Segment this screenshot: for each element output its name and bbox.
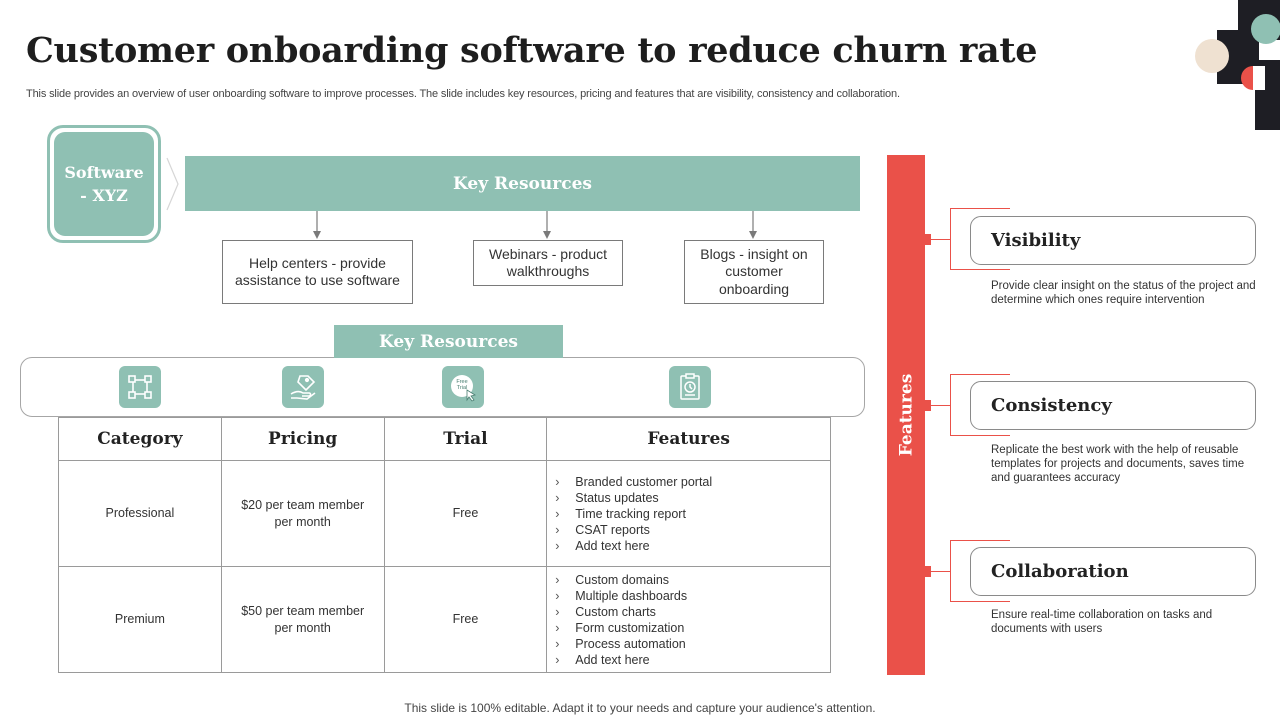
category-cell: Professional	[58, 460, 222, 567]
feature-collaboration: Collaboration	[970, 547, 1256, 596]
feature-title: Visibility	[991, 230, 1081, 251]
column-header-category: Category	[58, 417, 222, 461]
list-item: Add text here	[555, 652, 830, 668]
list-item: CSAT reports	[555, 522, 830, 538]
key-resources-tab-label: Key Resources	[379, 331, 518, 352]
table-header-row: Category Pricing Trial Features	[58, 417, 831, 461]
software-label: Software - XYZ	[64, 163, 144, 205]
feature-visibility: Visibility	[970, 216, 1256, 265]
category-cell: Premium	[58, 566, 222, 673]
feature-connector	[925, 239, 950, 240]
features-bar	[887, 155, 925, 675]
features-bar-label-wrap: Features	[887, 155, 925, 675]
features-list: Branded customer portal Status updates T…	[555, 474, 830, 554]
resource-webinars: Webinars - product walkthroughs	[473, 240, 623, 286]
feature-title: Collaboration	[991, 561, 1129, 582]
page-subtitle: This slide provides an overview of user …	[26, 88, 900, 100]
key-resources-header: Key Resources	[185, 156, 860, 211]
list-item: Time tracking report	[555, 506, 830, 522]
pricing-cell: $50 per team member per month	[220, 566, 385, 673]
features-document-icon	[669, 366, 711, 408]
features-list: Custom domains Multiple dashboards Custo…	[555, 572, 830, 668]
feature-bracket	[950, 540, 1010, 602]
feature-title: Consistency	[991, 395, 1112, 416]
feature-description: Provide clear insight on the status of t…	[991, 280, 1256, 306]
key-resources-tab: Key Resources	[334, 325, 563, 358]
feature-dot	[920, 234, 931, 245]
decorative-shapes	[1195, 0, 1280, 130]
decor-beige-circle	[1195, 39, 1229, 73]
column-header-features: Features	[546, 417, 831, 461]
free-trial-text-bottom: Trial	[457, 385, 468, 391]
pricing-tag-hand-icon	[282, 366, 324, 408]
features-bar-label: Features	[896, 373, 916, 457]
decor-white-half	[1253, 66, 1265, 90]
feature-connector	[925, 571, 950, 572]
pricing-table: Category Pricing Trial Features Professi…	[58, 417, 831, 673]
list-item: Add text here	[555, 538, 830, 554]
list-item: Status updates	[555, 490, 830, 506]
list-item: Custom domains	[555, 572, 830, 588]
feature-description: Ensure real-time collaboration on tasks …	[991, 609, 1213, 635]
page-title: Customer onboarding software to reduce c…	[26, 30, 1038, 71]
feature-dot	[920, 566, 931, 577]
feature-bracket	[950, 374, 1010, 436]
category-icon	[119, 366, 161, 408]
decor-teal-circle	[1251, 14, 1280, 44]
footer-note: This slide is 100% editable. Adapt it to…	[404, 701, 876, 715]
feature-consistency: Consistency	[970, 381, 1256, 430]
feature-connector	[925, 405, 950, 406]
table-row: Premium $50 per team member per month Fr…	[58, 566, 831, 673]
feature-bracket	[950, 208, 1010, 270]
free-trial-text-top: Free	[456, 379, 467, 385]
column-header-pricing: Pricing	[220, 417, 385, 461]
column-header-trial: Trial	[383, 417, 548, 461]
features-cell: Custom domains Multiple dashboards Custo…	[546, 566, 831, 673]
features-cell: Branded customer portal Status updates T…	[546, 460, 831, 567]
resource-help-centers-label: Help centers - provide assistance to use…	[235, 254, 400, 289]
list-item: Multiple dashboards	[555, 588, 830, 604]
list-item: Process automation	[555, 636, 830, 652]
chevron-right-icon	[166, 157, 179, 211]
resource-webinars-label: Webinars - product walkthroughs	[488, 245, 607, 280]
table-row: Professional $20 per team member per mon…	[58, 460, 831, 567]
feature-dot	[920, 400, 931, 411]
software-badge: Software - XYZ	[54, 132, 154, 236]
resource-help-centers: Help centers - provide assistance to use…	[222, 240, 413, 304]
key-resources-header-label: Key Resources	[453, 173, 592, 194]
trial-cell: Free	[383, 460, 548, 567]
feature-description: Replicate the best work with the help of…	[991, 444, 1245, 484]
resource-blogs-label: Blogs - insight on customer onboarding	[700, 245, 808, 297]
resource-blogs: Blogs - insight on customer onboarding	[684, 240, 824, 304]
pricing-cell: $20 per team member per month	[220, 460, 385, 567]
list-item: Custom charts	[555, 604, 830, 620]
list-item: Form customization	[555, 620, 830, 636]
trial-cell: Free	[383, 566, 548, 673]
list-item: Branded customer portal	[555, 474, 830, 490]
